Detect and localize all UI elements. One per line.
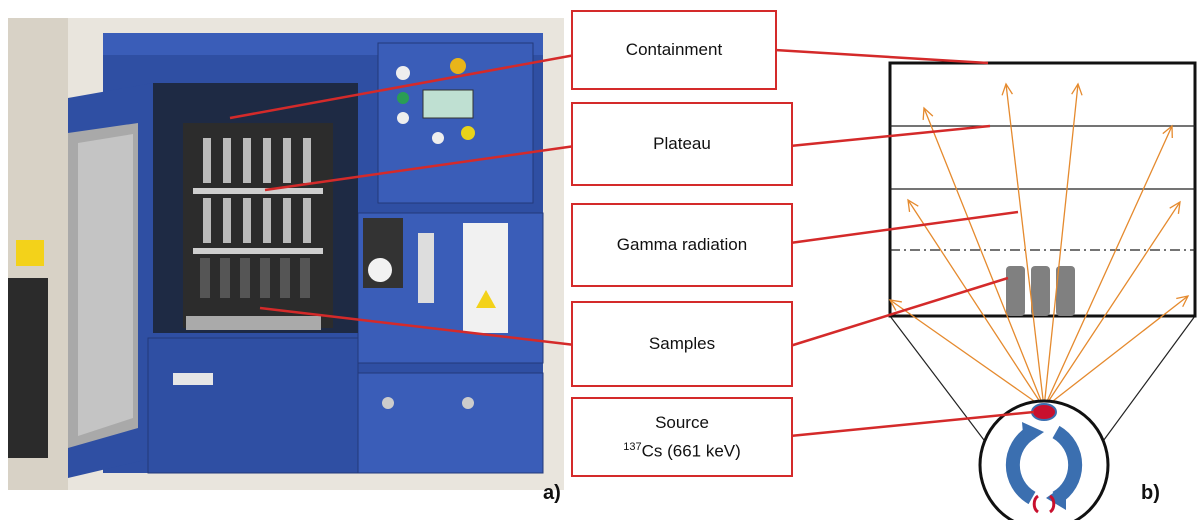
source-callout: Source 137Cs (661 keV) (571, 397, 793, 477)
containment-label: Containment (625, 40, 723, 59)
plateau-leader-schematic (789, 124, 991, 148)
isotope-name: Cs (661 keV) (641, 441, 741, 461)
left-arrow-head (1022, 422, 1044, 446)
gamma-ray-arrowhead-8 (1176, 295, 1190, 308)
gamma-callout: Gamma radiation (571, 203, 793, 287)
gamma-ray-1 (889, 299, 1045, 409)
plateau-label: Plateau (653, 134, 711, 153)
plateau-leader-photo (264, 144, 576, 192)
panel-a-label: a) (543, 482, 561, 504)
isotope-mass-number: 137 (623, 440, 642, 453)
source-housing (978, 399, 1110, 520)
gamma-ray-arrowhead-4 (1001, 82, 1013, 96)
gamma-ray-7 (1043, 201, 1181, 409)
gamma-ray-8 (1043, 295, 1189, 409)
gamma-ray-arrowhead-1 (888, 299, 902, 311)
lower-red-mark-left (1032, 494, 1039, 514)
gamma-ray-5 (1043, 83, 1079, 409)
containment-leader-schematic (774, 48, 989, 65)
cone-right-line (1097, 315, 1196, 449)
sample-1 (1006, 266, 1025, 316)
source-label: Source (655, 412, 709, 432)
samples-leader-schematic (789, 276, 1009, 348)
gamma-leader-schematic (789, 210, 1019, 245)
plateau-callout: Plateau (571, 102, 793, 186)
sample-3 (1056, 266, 1075, 316)
gamma-ray-arrowhead-3 (922, 106, 934, 121)
lower-red-mark-right (1049, 494, 1056, 514)
gamma-ray-3 (923, 107, 1045, 409)
samples-leader-photo (259, 306, 576, 347)
gamma-label: Gamma radiation (616, 235, 748, 254)
samples-callout: Samples (571, 301, 793, 387)
gamma-ray-arrowhead-2 (907, 198, 919, 212)
cone-left-line (889, 315, 991, 449)
irradiator-photo (8, 18, 564, 490)
sample-2 (1031, 266, 1050, 316)
source-isotope: 137Cs (661 keV) (623, 435, 741, 464)
containment-leader-photo (229, 53, 576, 120)
right-arrow-head (1046, 484, 1066, 510)
gamma-ray-2 (907, 199, 1045, 409)
containment-callout: Containment (571, 10, 777, 90)
gamma-rays (888, 82, 1190, 409)
gamma-ray-arrowhead-7 (1169, 200, 1181, 214)
samples-label: Samples (648, 334, 716, 353)
schematic (888, 61, 1197, 520)
panel-b-label: b) (1141, 482, 1160, 504)
source-leader-schematic (789, 410, 1035, 438)
gamma-ray-6 (1043, 125, 1173, 409)
gamma-ray-arrowhead-5 (1071, 82, 1083, 96)
gamma-ray-arrowhead-6 (1162, 124, 1173, 139)
gamma-ray-4 (1005, 83, 1045, 409)
